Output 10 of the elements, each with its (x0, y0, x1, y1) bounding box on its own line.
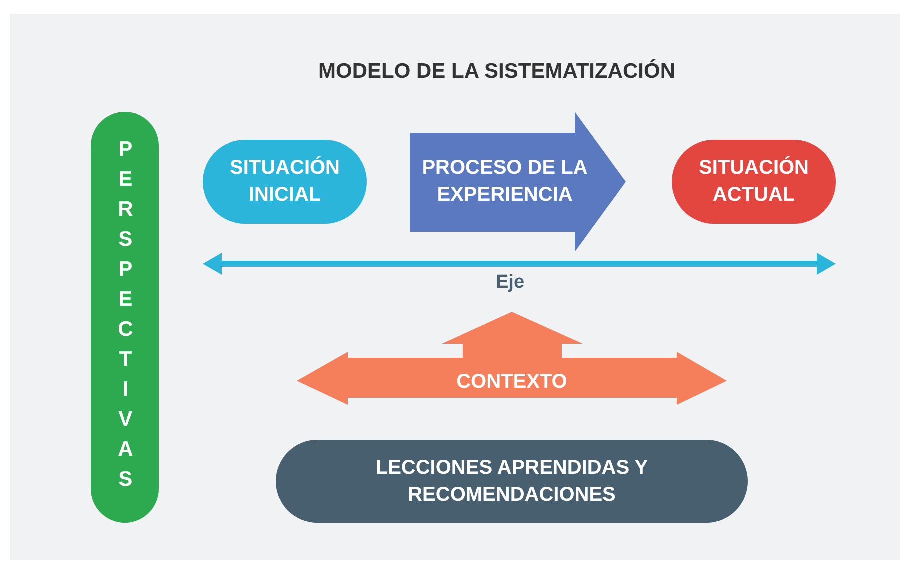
node-label: PROCESO DE LA EXPERIENCIA (421, 156, 589, 208)
arrow-shape (410, 112, 626, 252)
node-label: PERSPECTIVAS (113, 138, 138, 498)
node-label: LECCIONES APRENDIDAS Y RECOMENDACIONES (374, 456, 650, 508)
node-label: SITUACIÓN INICIAL (229, 155, 341, 208)
diagram-title: MODELO DE LA SISTEMATIZACIÓN (318, 60, 676, 84)
three-way-arrow (297, 312, 727, 405)
axis-label: Eje (496, 272, 525, 294)
node-label: CONTEXTO (456, 370, 568, 395)
node-label: SITUACIÓN ACTUAL (698, 155, 810, 208)
